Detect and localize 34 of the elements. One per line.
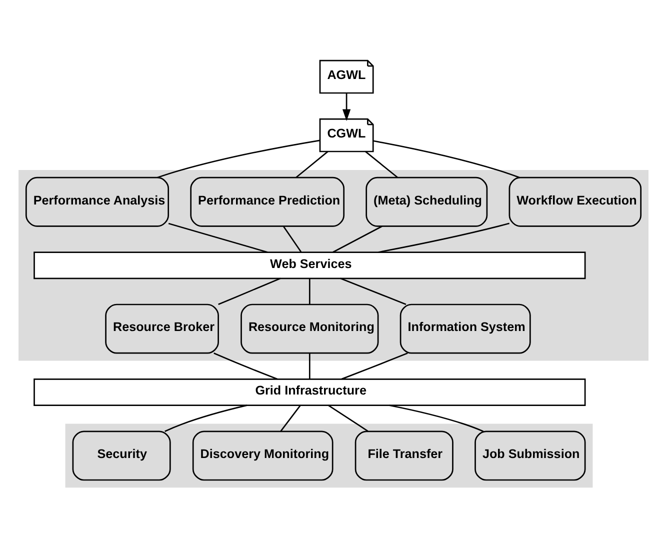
connector [308, 353, 310, 379]
connector [218, 278, 281, 305]
connector [340, 278, 406, 306]
connector [283, 226, 302, 252]
cluster [65, 424, 593, 488]
connector [332, 226, 382, 253]
node-box: File Transfer [354, 430, 454, 481]
node-box: Performance Analysis [25, 176, 170, 227]
connector [373, 140, 520, 178]
cluster [18, 170, 648, 361]
connector [296, 151, 328, 178]
node-box: Grid Infrastructure [34, 378, 586, 406]
connector [378, 222, 510, 253]
connector [157, 140, 320, 178]
connector [168, 222, 268, 253]
node-box: Web Services [34, 252, 586, 280]
connector [328, 404, 368, 432]
connector [280, 404, 301, 432]
connector [389, 404, 484, 432]
node-box: Security [72, 430, 171, 481]
node-box: Resource Monitoring [240, 304, 379, 354]
connector [341, 352, 408, 380]
node-box: Performance Prediction [190, 176, 345, 227]
connector [214, 352, 278, 380]
connector [164, 404, 248, 432]
node-box: Information System [400, 304, 531, 354]
arrow [342, 93, 351, 121]
node-box: Job Submission [474, 430, 586, 481]
node-box: Workflow Execution [508, 176, 642, 227]
connector [308, 278, 310, 304]
node-box: Discovery Monitoring [192, 430, 334, 481]
node-box: (Meta) Scheduling [366, 176, 488, 227]
connector [365, 151, 398, 178]
node-box: Resource Broker [105, 304, 219, 354]
